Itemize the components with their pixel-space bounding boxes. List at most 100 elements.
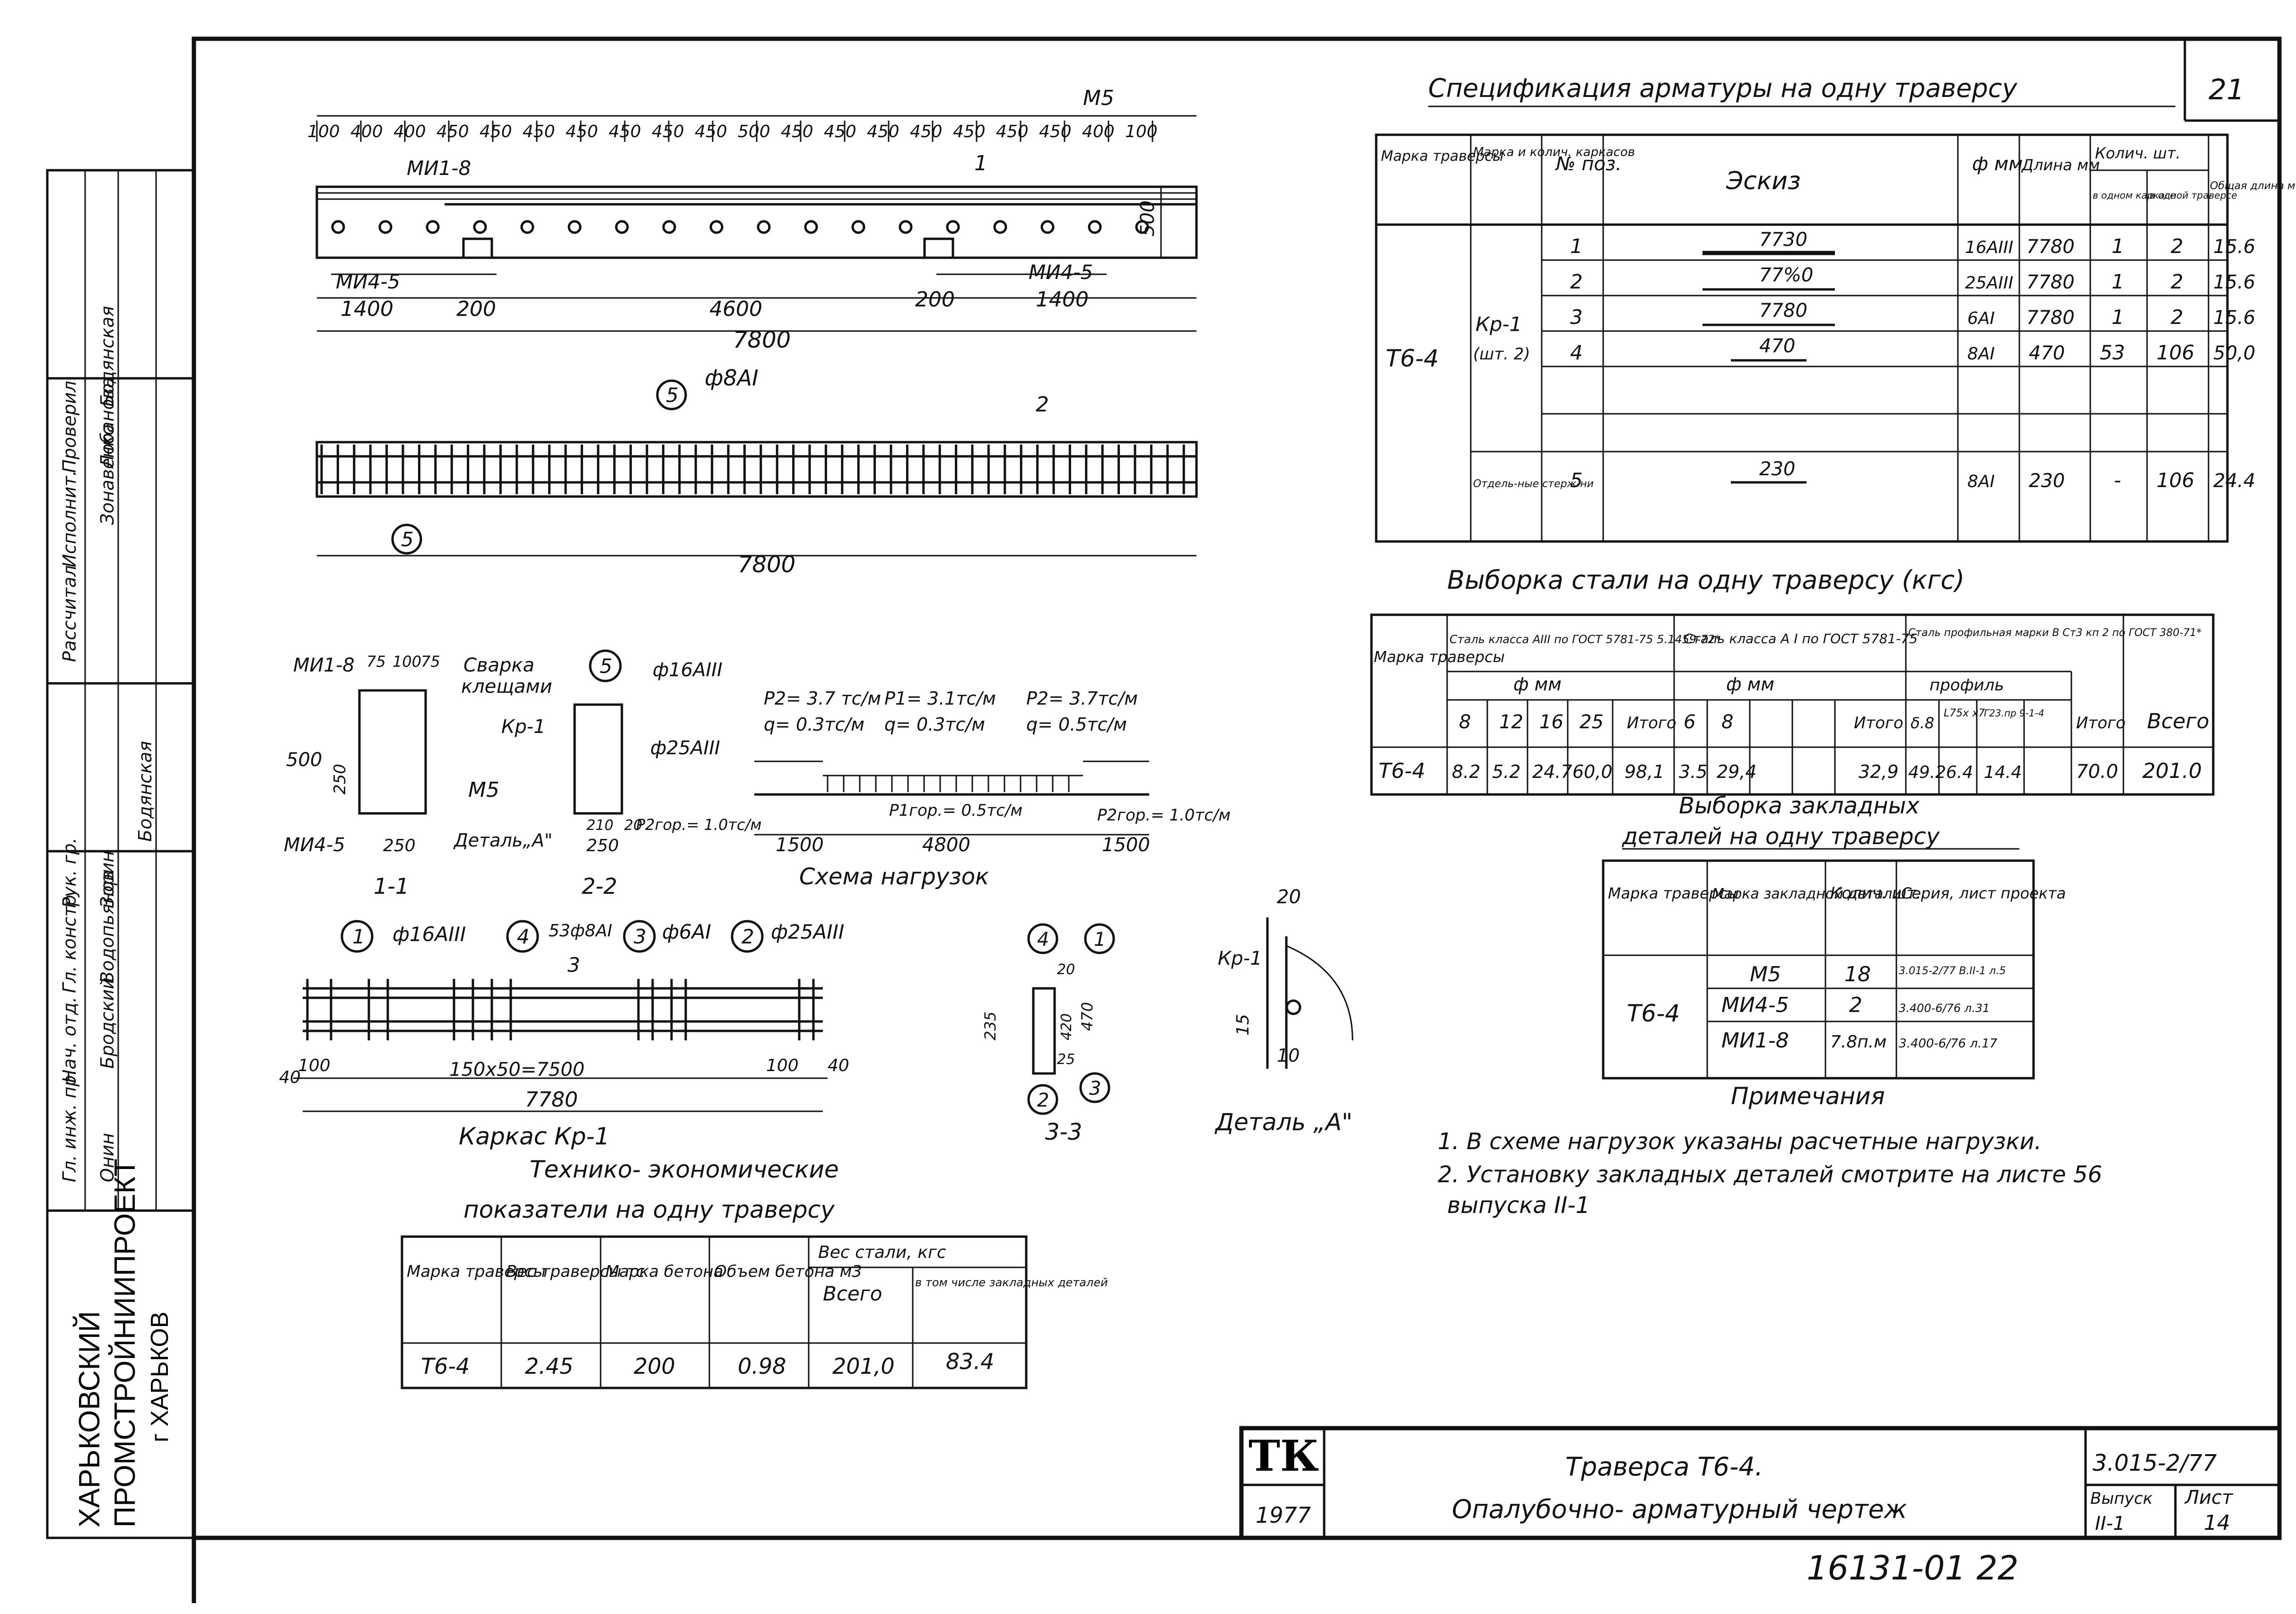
tep-v2: 200 — [634, 1353, 675, 1379]
section-2-2: 5 Сварка клещами Кр-1 ф16АIII ф25АIII Де… — [453, 649, 723, 899]
load-p1: Р1= 3.1тс/м — [884, 688, 996, 709]
steel-v11: 49.2 — [1908, 763, 1946, 782]
hole-mark — [709, 220, 724, 234]
hole-mark — [473, 220, 487, 234]
s11-d2: 100 — [393, 653, 421, 671]
emb-title1: Выборка закладных — [1679, 793, 1920, 819]
elev-top-dim: 450 — [566, 122, 598, 141]
s33-p2: 2 — [1037, 1090, 1049, 1111]
emb-r2-m: МИ1-8 — [1721, 1029, 1789, 1053]
hole-mark — [662, 220, 676, 234]
s22-detail: Деталь„А" — [453, 830, 552, 851]
spec-r1-len: 7780 — [2026, 271, 2075, 293]
spec-h0: Марка траверсы — [1381, 148, 1504, 165]
spec-r2-total: 15.6 — [2213, 307, 2255, 329]
spec-h5: Длина мм — [2021, 156, 2100, 174]
s11-label: 1-1 — [374, 873, 409, 899]
steel-c12: Г23.пр 9-1-4 — [1984, 707, 2044, 719]
side-role-6: Исполнит. — [59, 471, 80, 567]
s11-d3: 75 — [421, 653, 440, 671]
steel-v15: 70.0 — [2076, 761, 2118, 783]
s33-p3: 3 — [1089, 1078, 1101, 1099]
elev-dim-1400a: 1400 — [340, 297, 393, 321]
elev-dim-4600: 4600 — [709, 297, 762, 321]
steel-g3: Сталь профильная марки В Ст3 кп 2 по ГОС… — [1908, 627, 2201, 639]
load-title: Схема нагрузок — [799, 864, 989, 890]
stamp-sheet: 14 — [2204, 1511, 2230, 1535]
beam-elevation: М5 МИ1-8 МИ4-5 МИ4-5 1400 200 4600 200 1… — [307, 86, 1198, 353]
elev-total: 7800 — [733, 327, 791, 353]
sheet-no: 21 — [2209, 73, 2244, 106]
spec-r2-len: 7780 — [2026, 307, 2075, 329]
elev-mi4-right: МИ4-5 — [1029, 261, 1093, 284]
elev-top-dim: 450 — [523, 122, 555, 141]
spec-r0-pos: 1 — [1570, 235, 1583, 258]
detA-kr: Кр-1 — [1218, 948, 1262, 969]
s22-weld1: Сварка — [463, 654, 534, 676]
stamp-title2: Опалубочно- арматурный чертеж — [1452, 1494, 1907, 1524]
cage-p1: 1 — [352, 925, 365, 948]
tep-title2: показатели на одну траверсу — [463, 1196, 835, 1223]
spec-h8: в одной траверсе — [2149, 190, 2237, 201]
steel-c2: 16 — [1539, 711, 1563, 733]
cage-p4: 4 — [517, 925, 530, 948]
spec-r0-total: 15.6 — [2213, 236, 2255, 258]
hole-mark — [946, 220, 960, 234]
load-pr: Р2гор.= 1.0тс/м — [636, 816, 762, 834]
stamp-issue-label: Выпуск — [2090, 1489, 2153, 1508]
s11-h2: 250 — [331, 764, 349, 794]
cage-kr1: 1 ф16АIII 4 53ф8АI 3 ф6АI 2 ф25АIII 3 40… — [279, 920, 849, 1150]
detA-d15: 15 — [1233, 1014, 1253, 1036]
hole-mark — [426, 220, 440, 234]
spec-r2-b: 2 — [2171, 305, 2183, 329]
emb-r0-q: 18 — [1844, 962, 1871, 986]
tep-v0: Т6-4 — [421, 1353, 470, 1379]
spec-r1-d: 25АIII — [1965, 273, 2013, 293]
spec-r4-pos: 5 — [1570, 469, 1583, 492]
cage-phi16: ф16АIII — [393, 923, 466, 946]
cage-title: Каркас Кр-1 — [459, 1123, 610, 1150]
elev-dim-1400b: 1400 — [1036, 288, 1089, 312]
spec-r3-a: 53 — [2100, 341, 2125, 364]
side-role-5: Рассчитал — [59, 565, 80, 662]
spec-frame-qty: (шт. 2) — [1473, 345, 1530, 364]
side-name-2: Водопьянов — [97, 871, 118, 984]
cage-n53: 53ф8АI — [549, 921, 612, 941]
load-q3: q= 0.5тс/м — [1026, 714, 1127, 735]
hole-mark — [520, 220, 534, 234]
steel-c0: 8 — [1459, 711, 1471, 733]
elev-top-dim: 450 — [480, 122, 512, 141]
steel-title: Выборка стали на одну траверсу (кгс) — [1447, 565, 1964, 595]
load-q2: q= 0.3тс/м — [884, 714, 985, 735]
steel-v1: 8.2 — [1452, 761, 1480, 782]
sheet-border — [192, 36, 2282, 1540]
cage-sec3: 3 — [567, 953, 580, 977]
s33-d25: 25 — [1057, 1051, 1075, 1068]
tep-h4: Вес стали, кгс — [818, 1243, 946, 1262]
steel-g1: Сталь класса АIII по ГОСТ 5781-75 5.1459… — [1449, 633, 1721, 646]
s11-m5: М5 — [468, 778, 499, 802]
spec-sep: Отдель-ные стерж-ни — [1473, 478, 1594, 490]
steel-c1: 12 — [1499, 711, 1523, 733]
stamp-issue: II-1 — [2095, 1513, 2125, 1535]
s22-w: 250 — [586, 836, 619, 855]
steel-v12: 6.4 — [1946, 763, 1973, 782]
steel-v5: 98,1 — [1624, 761, 1665, 782]
elev-top-dim: 450 — [781, 122, 813, 141]
spec-r2-sketch: 7780 — [1759, 300, 1807, 322]
spec-r0-b: 2 — [2171, 235, 2183, 258]
spec-r0-len: 7780 — [2026, 236, 2075, 258]
steel-phi: ф мм — [1513, 674, 1562, 695]
elev-height: 500 — [1137, 201, 1159, 236]
tep-h5: Всего — [823, 1282, 882, 1305]
beam-plan: 5 ф8АI 5 2 7800 — [315, 365, 1198, 578]
tep-v3: 0.98 — [738, 1353, 786, 1379]
load-scheme: Р2= 3.7 тс/м Р1= 3.1тс/м Р2= 3.7тс/м q= … — [636, 688, 1231, 890]
tep-v1: 2.45 — [525, 1353, 573, 1379]
side-name-1: Бродский — [97, 977, 118, 1069]
emb-r0-m: М5 — [1750, 962, 1781, 986]
spec-r4-b: 106 — [2156, 469, 2194, 492]
notes-n1: 1. В схеме нагрузок указаны расчетные на… — [1438, 1128, 2042, 1155]
s33-label: 3-3 — [1045, 1119, 1082, 1145]
steel-mark: Марка траверсы — [1374, 648, 1505, 666]
